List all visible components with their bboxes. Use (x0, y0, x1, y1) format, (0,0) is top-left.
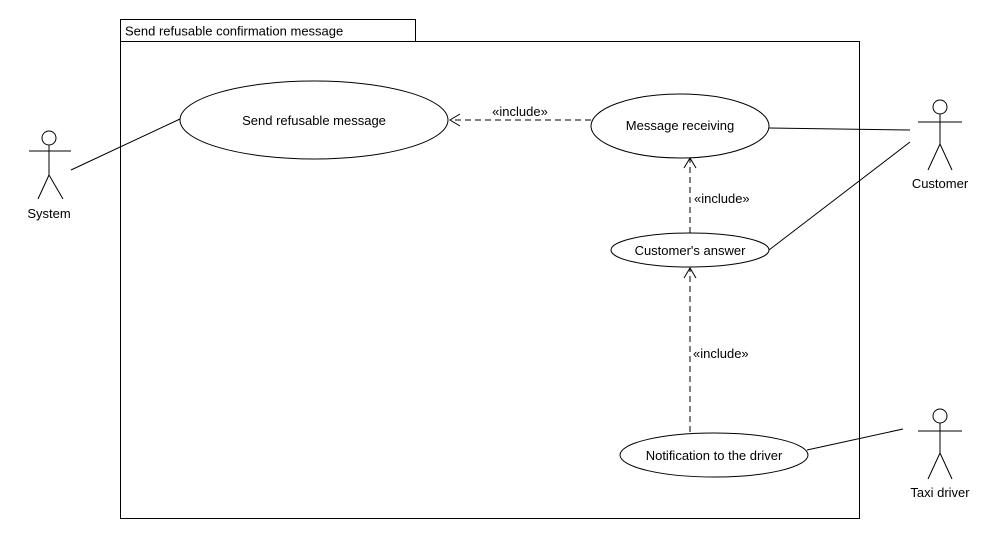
actor-customer[interactable]: Customer (912, 99, 969, 191)
use-case-ellipse (610, 232, 770, 268)
actor-head (932, 408, 948, 424)
actor-label: Taxi driver (910, 485, 970, 500)
frame-body (120, 41, 860, 519)
association-system-send-refusable (70, 118, 181, 171)
use-case-ellipse (619, 432, 809, 478)
include-arrowhead-3 (683, 267, 697, 279)
actor-label: System (27, 206, 70, 221)
association-customer-customers-answer (768, 141, 911, 251)
actor-left-leg (37, 174, 50, 200)
use-case-label: Customer's answer (635, 243, 747, 258)
include-dependencies: «include» «include» «include» (449, 104, 750, 432)
use-case-message-receiving[interactable]: Message receiving (590, 93, 770, 159)
use-case-ellipse (590, 93, 770, 159)
use-case-ellipse (179, 80, 449, 160)
association-taxidriver-notification (806, 428, 904, 451)
include-label-1: «include» (492, 104, 548, 119)
actor-system[interactable]: System (27, 130, 71, 221)
actor-head (932, 99, 948, 115)
frame-title: Send refusable confirmation message (125, 24, 343, 39)
actor-left-leg (927, 452, 941, 480)
include-arrowhead-1 (449, 113, 461, 127)
actor-head (41, 130, 57, 146)
association-customer-message-receiving (768, 127, 911, 131)
system-boundary: Send refusable confirmation message (120, 19, 860, 519)
actor-left-leg (927, 143, 941, 171)
use-case-label: Message receiving (626, 118, 734, 133)
use-case-notification-to-driver[interactable]: Notification to the driver (619, 432, 809, 478)
use-case-send-refusable-message[interactable]: Send refusable message (179, 80, 449, 160)
include-label-2: «include» (694, 191, 750, 206)
actor-label: Customer (912, 176, 969, 191)
use-case-label: Send refusable message (242, 113, 386, 128)
actor-right-leg (939, 143, 953, 171)
actor-right-leg (48, 174, 64, 200)
use-case-customers-answer[interactable]: Customer's answer (610, 232, 770, 268)
use-case-label: Notification to the driver (646, 448, 783, 463)
include-label-3: «include» (693, 346, 749, 361)
actor-taxi-driver[interactable]: Taxi driver (910, 408, 970, 500)
associations (70, 118, 911, 451)
actor-right-leg (939, 452, 953, 480)
